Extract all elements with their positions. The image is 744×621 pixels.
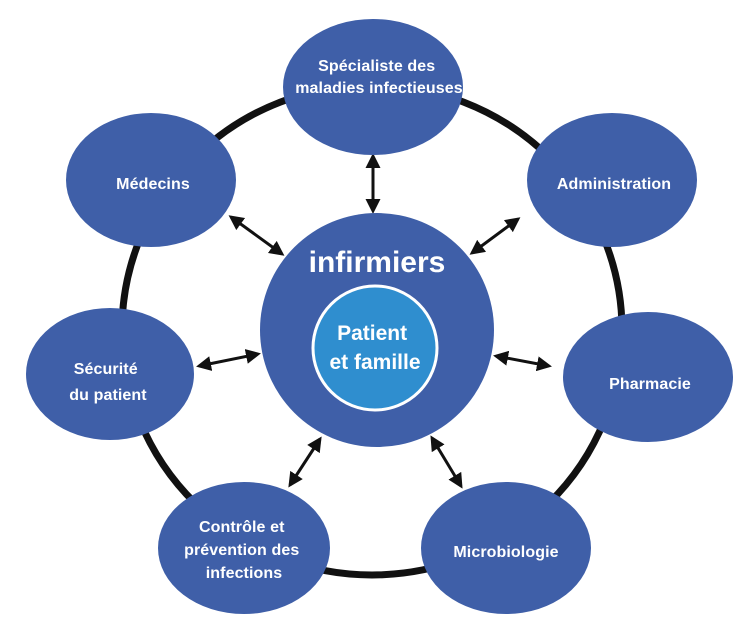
svg-text:Administration: Administration	[557, 176, 671, 193]
node-administration-line-1: Administration	[557, 176, 671, 193]
node-securite-line-2: du patient	[69, 387, 147, 404]
svg-text:Médecins: Médecins	[116, 176, 190, 193]
center-title: infirmiers	[309, 246, 446, 279]
node-medecins: Médecins	[66, 113, 236, 247]
arrow-controle	[288, 436, 322, 488]
inner-line-2: et famille	[329, 351, 420, 374]
svg-text:Microbiologie: Microbiologie	[453, 544, 558, 561]
node-pharmacie: Pharmacie	[563, 312, 733, 442]
svg-text:Pharmacie: Pharmacie	[609, 376, 691, 393]
svg-text:Spécialiste des maladies: Spécialiste des maladies infectieuses	[295, 58, 463, 97]
node-specialiste: Spécialiste des maladies infectieuses	[283, 19, 463, 155]
svg-text:Patient et famille: Patient et famille	[329, 322, 420, 374]
inner-node-shape	[311, 284, 439, 412]
inner-line-1: Patient	[337, 322, 407, 345]
node-controle-line-3: infections	[206, 565, 283, 582]
arrow-administration	[469, 217, 521, 255]
node-medecins-line-1: Médecins	[116, 176, 190, 193]
arrow-microbiologie	[430, 435, 463, 489]
node-microbiologie: Microbiologie	[421, 482, 591, 614]
node-securite: Sécurité du patient	[26, 308, 194, 440]
node-specialiste-line-1: Spécialiste des	[318, 58, 435, 75]
node-pharmacie-line-1: Pharmacie	[609, 376, 691, 393]
arrow-pharmacie	[493, 350, 552, 372]
node-controle-shape	[158, 482, 330, 614]
node-medecins-shape	[66, 113, 236, 247]
node-securite-shape	[26, 308, 194, 440]
node-specialiste-shape	[283, 19, 463, 155]
node-controle-line-2: prévention des	[184, 542, 299, 559]
svg-text:Contrôle et prévention d: Contrôle et prévention des infections	[184, 519, 304, 582]
arrow-securite	[196, 349, 261, 371]
arrows-group	[196, 153, 552, 489]
center-node: infirmiers Patient et famille	[260, 213, 494, 447]
node-microbiologie-line-1: Microbiologie	[453, 544, 558, 561]
node-controle: Contrôle et prévention des infections	[158, 482, 330, 614]
node-pharmacie-shape	[563, 312, 733, 442]
node-controle-line-1: Contrôle et	[199, 519, 285, 536]
node-securite-line-1: Sécurité	[74, 361, 138, 378]
node-administration-shape	[527, 113, 697, 247]
node-specialiste-line-2: maladies infectieuses	[295, 80, 463, 97]
node-microbiologie-shape	[421, 482, 591, 614]
svg-text:Sécurité du patient: Sécurité du patient	[69, 361, 147, 404]
node-administration: Administration	[527, 113, 697, 247]
arrow-medecins	[228, 215, 285, 256]
